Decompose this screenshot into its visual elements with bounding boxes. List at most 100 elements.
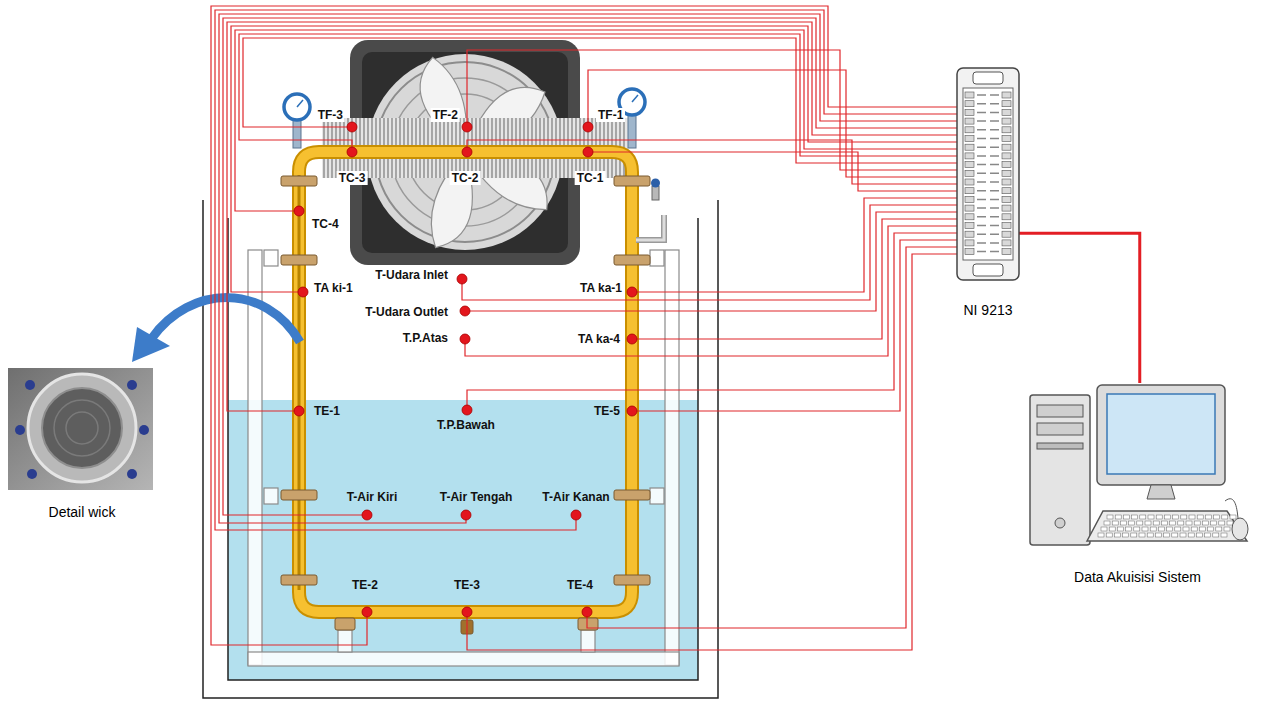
computer-part: [1107, 394, 1215, 474]
sensor-point: [298, 287, 308, 297]
daq-module-part: [977, 94, 999, 96]
daq-module-part: [977, 120, 999, 122]
sensor-label: TE-3: [452, 578, 482, 592]
wick-photo: [25, 380, 35, 390]
pipe-clamp: [281, 575, 317, 585]
computer-part: [1087, 511, 1247, 541]
sensor-label: TF-2: [431, 108, 460, 122]
sensor-point: [347, 122, 357, 132]
daq-module-part: [965, 231, 974, 237]
computer-part: [1222, 515, 1228, 519]
thermocouple-wire: [587, 247, 957, 628]
sensor-point: [627, 287, 637, 297]
detail-arrow: [132, 327, 170, 362]
computer-part: [1147, 485, 1175, 499]
sensor-label: T-Air Tengah: [438, 490, 514, 504]
daq-module-part: [977, 112, 999, 114]
pressure-gauge: [297, 100, 303, 107]
daq-module-part: [977, 216, 999, 218]
daq-module-part: [965, 127, 974, 133]
wick-photo: [54, 400, 110, 456]
sensor-point: [583, 122, 593, 132]
charging-port: [651, 179, 660, 188]
computer-part: [1194, 521, 1200, 525]
sensor-point: [571, 510, 581, 520]
sensor-point: [362, 510, 372, 520]
thermocouple-wire: [632, 240, 957, 411]
computer-part: [1196, 533, 1202, 537]
signal-cable: [1019, 233, 1140, 383]
wick-photo: [8, 368, 153, 490]
sensor-point: [462, 405, 472, 415]
sensor-label: TA ka-1: [578, 281, 624, 295]
thermocouple-wire: [632, 219, 957, 339]
thermocouple-wire: [465, 226, 957, 356]
daq-module-part: [965, 188, 974, 194]
sensor-point: [627, 406, 637, 416]
wick-photo: [127, 380, 137, 390]
sensor-label: TF-1: [596, 108, 625, 122]
sensor-point: [462, 122, 472, 132]
computer-part: [1213, 533, 1219, 537]
computer-part: [1178, 521, 1184, 525]
daq-module-part: [1002, 205, 1011, 211]
computer-part: [1140, 515, 1146, 519]
computer-part: [1112, 521, 1118, 525]
pipe-clamp: [281, 176, 650, 634]
wick-photo: [8, 368, 153, 490]
pressure-gauge: [628, 114, 636, 148]
daq-module-part: [965, 196, 974, 202]
computer-part: [1142, 527, 1148, 531]
computer-part: [1180, 533, 1186, 537]
sensor-label: TC-4: [310, 217, 341, 231]
wick-photo: [15, 425, 25, 435]
daq-module-part: [1002, 127, 1011, 133]
thermocouple-wire: [467, 140, 957, 184]
computer-part: [1155, 533, 1161, 537]
computer-part: [1037, 405, 1083, 417]
daq-module-part: [965, 136, 974, 142]
daq-module-part: [965, 162, 974, 168]
sensor-label: TE-2: [350, 578, 380, 592]
sensor-point: [462, 607, 472, 617]
daq-module-part: [977, 146, 999, 148]
pipe-clamp: [614, 255, 650, 265]
sensor-label: T.P.Atas: [401, 331, 450, 345]
thermocouple-wire: [231, 26, 957, 292]
computer-part: [1224, 527, 1230, 531]
thermocouple-wire: [215, 10, 957, 530]
daq-module-part: [977, 138, 999, 140]
support-frame: [264, 488, 278, 504]
support-frame: [665, 250, 679, 665]
charging-port: [636, 179, 664, 241]
computer-part: [1189, 515, 1195, 519]
support-frame: [581, 630, 595, 652]
computer-part: [1098, 533, 1104, 537]
computer-part: [1181, 515, 1187, 519]
daq-module-part: [1002, 170, 1011, 176]
daq-module-part: [977, 207, 999, 209]
daq-module-part: [977, 199, 999, 201]
heat-pipe-loop: [299, 152, 632, 612]
thermocouple-wire: [219, 14, 957, 523]
computer-part: [1123, 515, 1129, 519]
daq-module-part: [977, 181, 999, 183]
daq-module-part: [1002, 223, 1011, 229]
computer-part: [1134, 527, 1140, 531]
sensor-point: [582, 607, 592, 617]
sensor-point: [627, 334, 637, 344]
pipe-clamp: [614, 490, 650, 500]
daq-module-part: [977, 225, 999, 227]
sensor-label: T-Udara Inlet: [373, 268, 450, 282]
computer-part: [1132, 515, 1138, 519]
sensor-label: T-Air Kanan: [540, 490, 611, 504]
computer-part: [1214, 515, 1220, 519]
daq-module-part: [1002, 162, 1011, 168]
heat-pipe-loop: [299, 152, 632, 612]
sensor-label: T-Udara Outlet: [363, 305, 450, 319]
computer-part: [1164, 515, 1170, 519]
daq-module-part: [1002, 92, 1011, 98]
computer-part: [1232, 518, 1248, 540]
